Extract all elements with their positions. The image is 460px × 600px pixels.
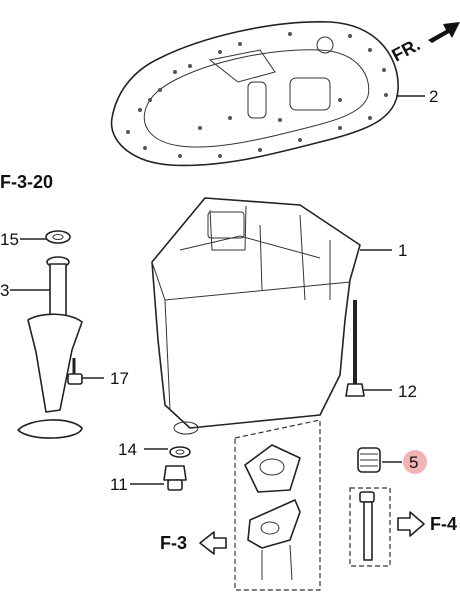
callout-1: 1 xyxy=(398,241,407,260)
f-4-detail-group xyxy=(349,487,391,567)
drain-bolt-11-part xyxy=(163,465,187,491)
oil-case-part xyxy=(151,197,361,435)
washer-14-part xyxy=(169,446,191,458)
callout-17: 17 xyxy=(110,369,129,388)
callout-3: 3 xyxy=(0,281,9,300)
callout-11: 11 xyxy=(110,475,128,494)
front-direction-indicator: FR. xyxy=(388,22,460,66)
reference-f-4: F-4 xyxy=(430,514,457,534)
front-arrow-icon xyxy=(428,22,460,43)
gasket-plate-part xyxy=(110,21,399,167)
bolt-12-part xyxy=(345,300,365,397)
seal-15-part xyxy=(45,230,71,244)
spring-5-part xyxy=(357,447,381,473)
reference-f-3: F-3 xyxy=(160,533,187,553)
f-3-detail-group xyxy=(234,419,321,591)
bolt-17-part xyxy=(67,358,83,385)
arrow-right-icon xyxy=(397,511,425,537)
callout-14: 14 xyxy=(118,440,137,459)
callout-2: 2 xyxy=(429,87,438,106)
callout-12: 12 xyxy=(398,382,417,401)
callout-5: 5 xyxy=(409,453,418,472)
arrow-left-icon xyxy=(199,531,227,555)
part-5-highlight xyxy=(403,450,427,474)
reference-f-3-20: F-3-20 xyxy=(0,172,53,192)
oil-pipe-3-part xyxy=(17,256,83,439)
callout-15: 15 xyxy=(0,230,19,249)
